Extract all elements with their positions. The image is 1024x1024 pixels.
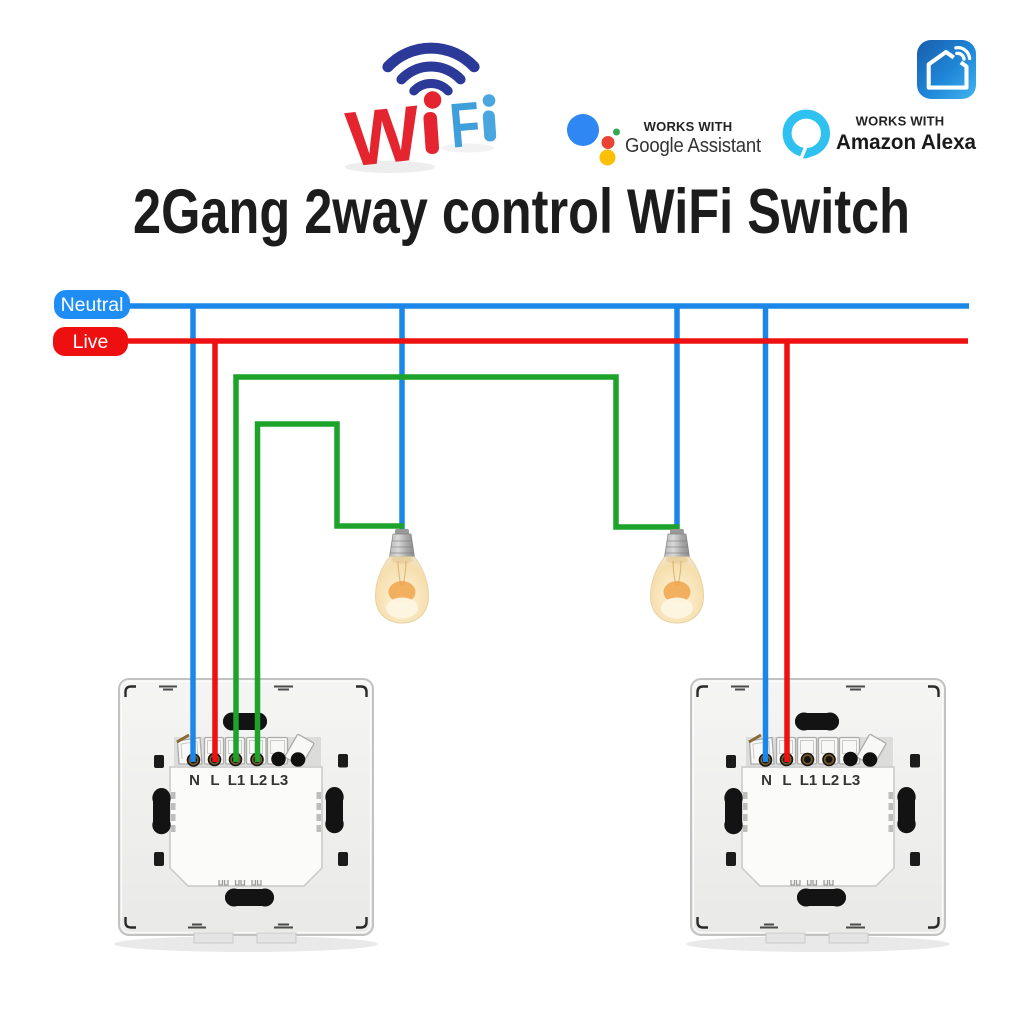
svg-text:WORKS WITH: WORKS WITH bbox=[644, 119, 733, 134]
svg-text:Live: Live bbox=[73, 331, 109, 353]
svg-text:F: F bbox=[447, 89, 483, 161]
svg-text:WORKS WITH: WORKS WITH bbox=[856, 114, 945, 129]
svg-text:2Gang 2way control WiFi Switch: 2Gang 2way control WiFi Switch bbox=[133, 177, 910, 247]
svg-text:W: W bbox=[342, 88, 425, 183]
svg-text:Amazon Alexa: Amazon Alexa bbox=[836, 131, 976, 154]
svg-text:Google Assistant: Google Assistant bbox=[625, 135, 762, 157]
svg-text:Neutral: Neutral bbox=[61, 294, 124, 316]
